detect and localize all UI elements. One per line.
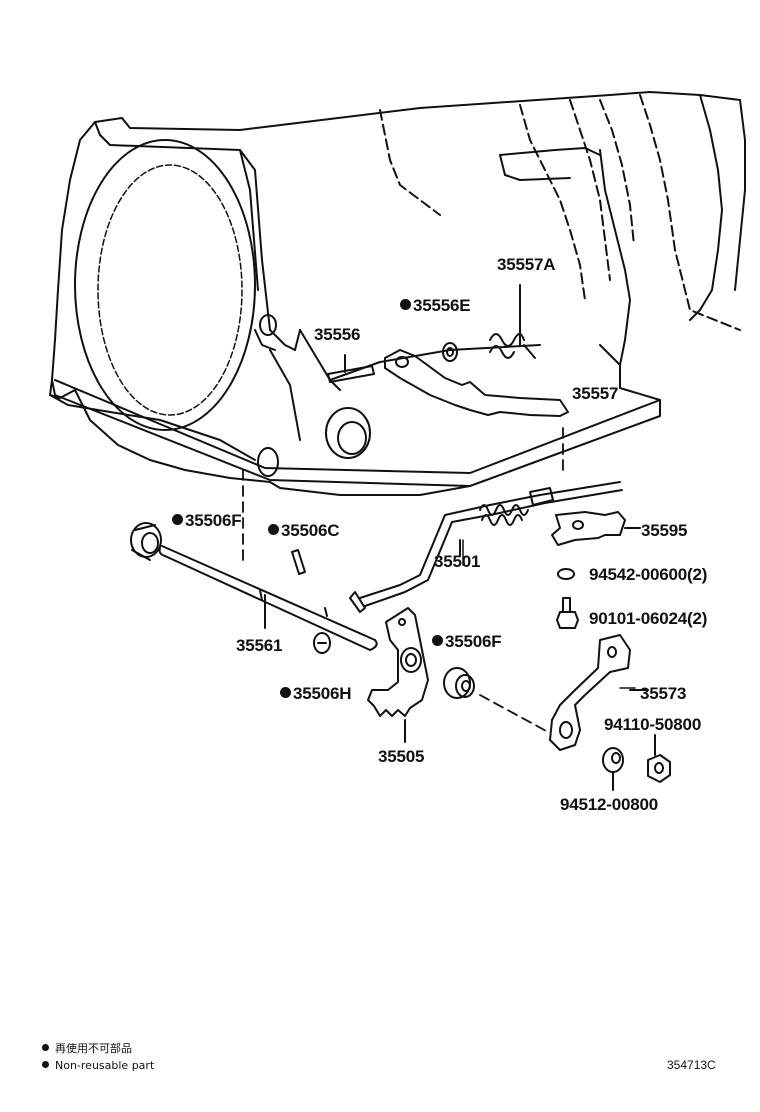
label-35506C[interactable]: 35506C [268,521,340,540]
shaft-35561 [158,545,378,651]
washer-35556E [442,342,458,362]
label-35556[interactable]: 35556 [314,325,361,344]
label-94110[interactable]: 94110-50800 [604,715,702,734]
legend-text-jp: 再使用不可部品 [55,1042,132,1055]
non-reusable-dot [268,524,279,535]
washer-94542 [557,568,575,580]
legend-row-jp: 再使用不可部品 [42,1040,154,1057]
label-35561[interactable]: 35561 [236,636,283,655]
detent-lever-35557 [384,349,569,417]
bolt-90101 [556,597,579,629]
label-35506C-text: 35506C [281,521,340,540]
legend-dot [42,1044,49,1051]
legend-dot [42,1061,49,1068]
label-94542[interactable]: 94542-00600(2) [589,565,708,584]
assembly-lines [242,427,564,733]
label-35506F-top-text: 35506F [185,511,242,530]
label-35506H[interactable]: 35506H [280,684,352,703]
legend-text-en: Non-reusable part [55,1059,155,1072]
seal-35506F-mid [443,667,475,699]
seal-35506F-top [130,522,162,561]
non-reusable-dot [432,635,443,646]
label-35506F-mid[interactable]: 35506F [432,632,502,651]
label-35506H-text: 35506H [293,684,352,703]
legend: 再使用不可部品 Non-reusable part [42,1040,154,1074]
legend-row-en: Non-reusable part [42,1057,154,1074]
clip-35595 [551,511,641,546]
control-rod-35501 [349,481,623,613]
label-35556E[interactable]: 35556E [400,296,471,315]
label-35573[interactable]: 35573 [640,684,687,703]
leader-lines [462,539,636,689]
pin-35506C [291,549,306,575]
label-35501[interactable]: 35501 [434,552,481,571]
label-90101[interactable]: 90101-06024(2) [589,609,708,628]
non-reusable-dot [172,514,183,525]
detent-plate-35505 [367,607,429,743]
non-reusable-dot [280,687,291,698]
seal-35506H [313,632,331,654]
label-35506F-top[interactable]: 35506F [172,511,242,530]
reference-code: 354713C [667,1058,716,1072]
label-35595[interactable]: 35595 [641,521,688,540]
spring-35557A [489,284,536,359]
non-reusable-dot [400,299,411,310]
washer-94512 [602,747,624,791]
transmission-case [49,91,746,496]
label-94512[interactable]: 94512-00800 [560,795,659,814]
label-35506F-mid-text: 35506F [445,632,502,651]
label-35557[interactable]: 35557 [572,384,619,403]
lever-35573 [549,634,649,751]
pin-35556 [327,354,375,383]
label-35556E-text: 35556E [413,296,471,315]
label-35557A[interactable]: 35557A [497,255,556,274]
label-35505[interactable]: 35505 [378,747,425,766]
nut-94110 [647,734,671,783]
